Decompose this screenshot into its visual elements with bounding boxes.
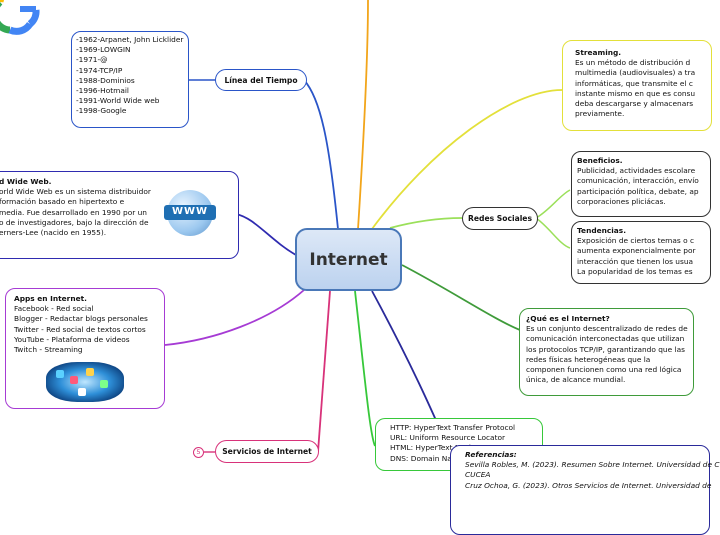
apps-image (46, 362, 124, 402)
branch-streaming (371, 89, 563, 230)
services-item: DNS: Domain Name System (390, 453, 494, 463)
what-is-text: redes físicas heterogéneas que la (526, 354, 651, 364)
streaming-box[interactable]: Streaming. Es un método de distribución … (562, 40, 712, 131)
benefits-title: Beneficios. (577, 156, 623, 165)
google-logo (0, 0, 40, 35)
branch-www (235, 213, 297, 256)
streaming-text: Es un método de distribución d (575, 58, 691, 68)
benefits-text: comunicación, interacción, envío (577, 176, 699, 186)
services-topic[interactable]: Servicios de Internet (215, 440, 319, 463)
link-social-trends (535, 217, 571, 249)
services-item: URL: Uniform Resource Locator (390, 433, 506, 443)
what-is-box[interactable]: ¿Qué es el Internet? Es un conjunto desc… (519, 308, 694, 396)
what-is-text: única, de alcance mundial. (526, 375, 626, 385)
timeline-item: -1991-World Wide web (76, 96, 160, 106)
what-is-text: Es un conjunto descentralizado de redes … (526, 324, 688, 334)
streaming-text: instante mismo en que es consu (575, 88, 696, 98)
trends-title: Tendencias. (577, 226, 627, 235)
social-topic[interactable]: Redes Sociales (462, 207, 538, 230)
timeline-box[interactable]: -1962-Arpanet, John Licklider -1969-LOWG… (71, 31, 189, 128)
www-text: o de investigadores, bajo la dirección d… (0, 217, 149, 227)
www-text: media. Fue desarrollado en 1990 por un (0, 207, 147, 217)
branch-top (357, 0, 369, 230)
benefits-text: participación política, debate, ap (577, 186, 699, 196)
reference-item: CUCEA (465, 470, 491, 480)
www-box[interactable]: d Wide Web. orld Wide Web es un sistema … (0, 171, 239, 259)
timeline-item: -1971-@ (76, 55, 108, 65)
reference-item: Sevilla Robles, M. (2023). Resumen Sobre… (465, 460, 720, 470)
trends-text: Exposición de ciertos temas o c (577, 236, 695, 246)
benefits-text: Publicidad, actividades escolare (577, 166, 696, 176)
apps-item: Blogger - Redactar blogs personales (14, 314, 148, 324)
apps-item: Twitch - Streaming (14, 345, 83, 355)
timeline-item: -1998-Google (76, 106, 127, 116)
streaming-text: deba descargarse y almacenars (575, 99, 694, 109)
branch-apps (164, 289, 305, 346)
timeline-item: -1969-LOWGIN (76, 45, 131, 55)
www-title: d Wide Web. (0, 177, 52, 186)
apps-box[interactable]: Apps en Internet. Facebook - Red social … (5, 288, 165, 409)
apps-item: YouTube - Plataforma de videos (14, 334, 130, 344)
apps-item: Facebook - Red social (14, 304, 94, 314)
references-box[interactable]: Referencias: Sevilla Robles, M. (2023). … (450, 445, 720, 535)
streaming-text: multimedia (audiovisuales) a tra (575, 68, 696, 78)
www-label: WWW (164, 205, 216, 220)
references-title: Referencias: (465, 450, 517, 459)
what-is-text: comunicación interconectadas que utiliza… (526, 334, 685, 344)
trends-text: aumenta exponencialmente por (577, 246, 696, 256)
www-globe-image: WWW (164, 190, 216, 236)
link-social-benefits (535, 189, 571, 219)
timeline-item: -1962-Arpanet, John Licklider (76, 35, 184, 44)
what-is-text: los protocolos TCP/IP, garantizando que … (526, 344, 685, 354)
services-item: HTTP: HyperText Transfer Protocol (390, 423, 516, 432)
connector-lines (0, 0, 571, 453)
timeline-topic[interactable]: Línea del Tiempo (215, 69, 307, 91)
timeline-item: -1988-Dominios (76, 75, 135, 85)
apps-item: Twitter - Red social de textos cortos (14, 324, 146, 334)
services-collapse-toggle[interactable]: 5 (193, 447, 204, 458)
branch-what-is (401, 264, 521, 331)
www-text: erners-Lee (nacido en 1955). (0, 228, 107, 238)
trends-text: La popularidad de los temas es (577, 266, 693, 276)
social-trends-box[interactable]: Tendencias. Exposición de ciertos temas … (571, 221, 711, 284)
branch-timeline (303, 79, 339, 230)
www-text: orld Wide Web es un sistema distribuidor (0, 187, 151, 197)
timeline-item: -1974-TCP/IP (76, 65, 123, 75)
streaming-title: Streaming. (575, 48, 622, 57)
what-is-text: componen funcionen como una red lógica (526, 365, 682, 375)
branch-social (389, 217, 463, 229)
streaming-text: informáticas, que transmite el c (575, 78, 693, 88)
benefits-text: corporaciones pliciácas. (577, 196, 666, 206)
branch-services-list (354, 290, 376, 447)
what-is-title: ¿Qué es el Internet? (526, 314, 610, 323)
trends-text: interacción que tienen los usua (577, 256, 694, 266)
apps-title: Apps en Internet. (14, 294, 87, 303)
streaming-text: previamente. (575, 109, 625, 119)
timeline-item: -1996-Hotmail (76, 86, 129, 96)
central-topic[interactable]: Internet (295, 228, 402, 291)
branch-services (317, 290, 331, 453)
social-benefits-box[interactable]: Beneficios. Publicidad, actividades esco… (571, 151, 711, 217)
www-text: formación basado en hipertexto e (0, 197, 125, 207)
reference-item: Cruz Ochoa, G. (2023). Otros Servicios d… (465, 480, 712, 490)
